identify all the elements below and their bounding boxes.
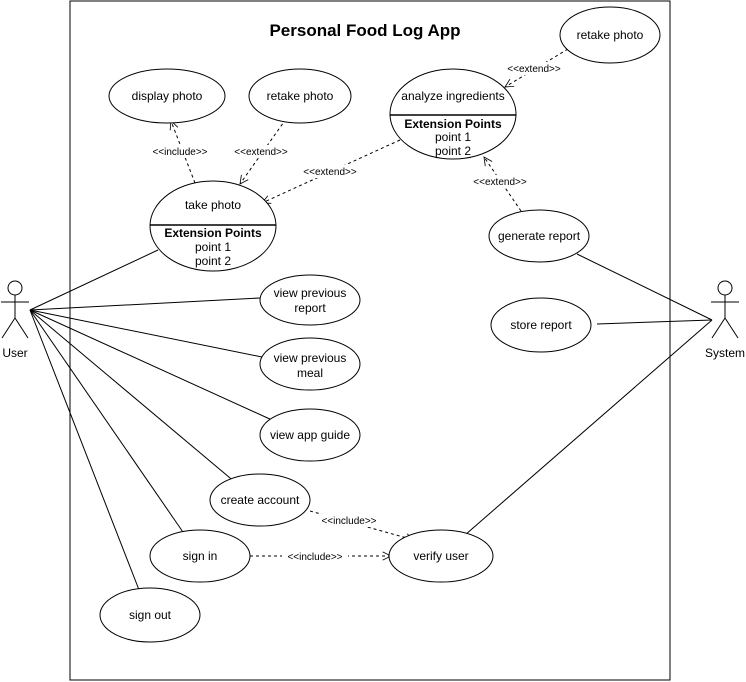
actor-right-leg — [724, 317, 739, 339]
label-extend-generate-report: <<extend>> — [473, 177, 527, 188]
use-case-label: retake photo — [267, 89, 334, 103]
use-case-create-account[interactable]: create account — [209, 473, 311, 527]
assoc-system-store-report — [596, 319, 713, 325]
use-case-label: meal — [297, 366, 323, 380]
user-associations — [29, 249, 273, 596]
assoc-user-view-app-guide — [29, 309, 273, 421]
extension-point: point 2 — [195, 254, 231, 268]
use-case-label: retake photo — [577, 28, 644, 42]
label-extend-analyze: <<extend>> — [303, 167, 357, 178]
use-case-take-photo[interactable]: take photo Extension Points point 1 poin… — [149, 180, 277, 272]
actor-left-leg — [711, 317, 726, 339]
actor-label: System — [705, 346, 745, 360]
use-case-label: generate report — [498, 229, 581, 243]
actor-head — [717, 280, 733, 296]
use-case-retake-photo-left[interactable]: retake photo — [248, 68, 352, 124]
actor-right-leg — [14, 317, 29, 339]
actor-system[interactable]: System — [705, 280, 745, 360]
label-extend-retake-photo-right: <<extend>> — [507, 64, 561, 75]
extension-point: point 2 — [435, 144, 471, 158]
diagram-title: Personal Food Log App — [269, 21, 460, 40]
use-case-label: store report — [510, 318, 572, 332]
assoc-user-take-photo — [29, 249, 159, 311]
extension-point: point 1 — [195, 240, 231, 254]
assoc-user-view-previous-report — [29, 297, 261, 311]
use-case-sign-out[interactable]: sign out — [99, 587, 201, 643]
use-case-label: view previous — [274, 351, 347, 365]
assoc-user-sign-in — [29, 309, 186, 536]
extension-point: point 1 — [435, 130, 471, 144]
use-case-label: verify user — [413, 549, 468, 563]
use-case-verify-user[interactable]: verify user — [388, 529, 494, 583]
system-associations — [464, 253, 713, 536]
use-case-label: display photo — [132, 89, 203, 103]
use-case-label: sign out — [129, 608, 172, 622]
use-case-retake-photo-right[interactable]: retake photo — [559, 6, 661, 64]
use-case-display-photo[interactable]: display photo — [108, 68, 226, 124]
use-case-sign-in[interactable]: sign in — [149, 529, 251, 583]
extend-analyze-take-photo — [262, 139, 401, 203]
include-take-photo-display-photo — [171, 121, 196, 184]
use-case-analyze-ingredients[interactable]: analyze ingredients Extension Points poi… — [389, 68, 517, 160]
use-case-label: view app guide — [270, 428, 350, 442]
label-include-display-photo: <<include>> — [152, 147, 207, 158]
use-case-label: create account — [221, 493, 300, 507]
extension-points-title: Extension Points — [404, 117, 502, 131]
use-case-view-previous-report[interactable]: view previous report — [259, 274, 361, 326]
assoc-user-create-account — [29, 309, 237, 484]
actor-head — [7, 280, 23, 296]
actor-left-leg — [1, 317, 16, 339]
use-case-label: analyze ingredients — [401, 89, 504, 103]
use-case-label: report — [294, 301, 326, 315]
use-case-label: sign in — [183, 549, 218, 563]
use-case-generate-report[interactable]: generate report — [488, 209, 590, 263]
actor-user[interactable]: User — [1, 280, 29, 360]
label-extend-retake-photo: <<extend>> — [234, 147, 288, 158]
assoc-system-verify-user — [464, 319, 713, 536]
use-case-store-report[interactable]: store report — [490, 297, 592, 353]
label-include-sign-in: <<include>> — [287, 552, 342, 563]
assoc-user-view-previous-meal — [29, 309, 263, 358]
extend-retake-photo-take-photo — [240, 118, 287, 184]
use-case-view-previous-meal[interactable]: view previous meal — [259, 337, 361, 391]
use-case-label: view previous — [274, 286, 347, 300]
assoc-user-sign-out — [29, 309, 142, 596]
assoc-system-generate-report — [576, 253, 713, 321]
actor-label: User — [2, 346, 27, 360]
use-case-view-app-guide[interactable]: view app guide — [259, 408, 361, 462]
extension-points-title: Extension Points — [164, 226, 262, 240]
stereotype-labels: <<include>> <<extend>> <<extend>> <<exte… — [148, 62, 565, 563]
label-include-create-account: <<include>> — [321, 516, 376, 527]
use-case-label: take photo — [185, 198, 241, 212]
